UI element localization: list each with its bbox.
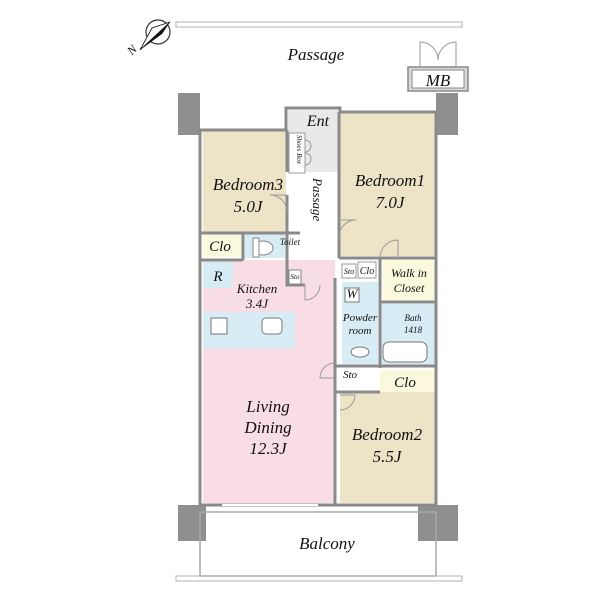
shoes-box-door-icon xyxy=(304,139,312,166)
walkin-door-icon xyxy=(379,239,399,259)
kitchen-name: Kitchen xyxy=(236,281,277,296)
bedroom3-room xyxy=(203,130,286,233)
sink-icon xyxy=(261,317,283,335)
pillar-bottom-right xyxy=(418,505,458,541)
closet-left-label: Clo xyxy=(209,239,231,255)
entrance-label: Ent xyxy=(306,113,330,130)
refrigerator-label: R xyxy=(212,269,222,285)
kitchen-size: 3.4J xyxy=(245,296,269,311)
pillar-top-right xyxy=(436,93,458,135)
pillar-bottom-left xyxy=(178,505,206,541)
powder-label-1: Powder xyxy=(342,312,378,324)
living-size: 12.3J xyxy=(249,439,288,458)
bedroom1-name: Bedroom1 xyxy=(355,171,425,190)
bathtub-icon xyxy=(382,341,428,363)
bath-name: Bath xyxy=(405,313,422,323)
stove-icon xyxy=(210,317,228,335)
walk-in-label-2: Closet xyxy=(394,281,425,295)
mb-door-left-icon xyxy=(419,41,439,67)
inner-passage-label: Passage xyxy=(310,177,325,222)
doors xyxy=(222,194,399,506)
closet-mid-room xyxy=(380,370,436,392)
balcony-rail xyxy=(175,575,463,582)
bedroom2-size: 5.5J xyxy=(373,447,403,466)
bedroom1-door-icon xyxy=(338,219,357,238)
compass: N xyxy=(124,19,171,59)
living-label-2: Dining xyxy=(243,418,291,437)
sto-small-label: Sto xyxy=(344,267,354,276)
toilet-fixture-icon xyxy=(252,237,274,258)
washer-icon xyxy=(344,287,360,303)
pillar-top-left xyxy=(178,93,200,135)
refrigerator-space xyxy=(203,262,233,288)
wall-toilet xyxy=(200,233,305,287)
wall-storage xyxy=(335,364,436,394)
bedroom2-door-icon xyxy=(339,394,356,411)
powder-label-2: room xyxy=(349,325,372,337)
compass-needle-hollow-icon xyxy=(139,21,171,51)
clo-mid-label: Clo xyxy=(394,375,416,391)
living-dining-room xyxy=(203,260,335,503)
toilet-label: Toilet xyxy=(280,237,301,247)
wall-left-bottom xyxy=(198,130,436,507)
kitchen-door-icon xyxy=(304,284,321,301)
bedroom1-room xyxy=(340,113,436,256)
walk-in-closet-room xyxy=(383,258,436,300)
storage-door-icon xyxy=(319,362,336,379)
walls xyxy=(198,106,438,507)
toilet-storage xyxy=(288,269,302,285)
mb-label: MB xyxy=(425,71,451,90)
washbasin-icon xyxy=(350,346,370,358)
bedroom1-size: 7.0J xyxy=(376,193,406,212)
balcony-label: Balcony xyxy=(299,534,355,553)
wall-bath xyxy=(378,300,436,368)
compass-letter: N xyxy=(124,42,141,59)
bath-size: 1418 xyxy=(404,325,423,335)
washer-label: W xyxy=(347,286,359,301)
bedroom3-name: Bedroom3 xyxy=(213,175,283,194)
sto-mid-label: Sto xyxy=(343,369,358,381)
sto-small-box xyxy=(341,263,357,279)
mb-inner xyxy=(411,69,465,89)
toilet-storage-label: Sto xyxy=(291,273,300,281)
compass-ring-icon xyxy=(145,19,171,45)
passage-top-bar xyxy=(175,21,463,28)
clo-small-box xyxy=(357,261,377,279)
bedroom2-room xyxy=(340,392,436,503)
clo-small-label: Clo xyxy=(360,266,374,277)
living-label-1: Living xyxy=(245,397,289,416)
meter-box: MB xyxy=(407,41,469,92)
mb-door-right-icon xyxy=(437,41,457,67)
closet-left-room xyxy=(203,233,243,257)
walk-in-label-1: Walk in xyxy=(391,266,427,280)
bedroom3-size: 5.0J xyxy=(234,197,264,216)
bedroom3-door-icon xyxy=(269,194,288,213)
wall-bedroom1-bottom xyxy=(339,256,436,304)
passage-top-label: Passage xyxy=(287,45,345,64)
shoes-box-label: Shoes Box xyxy=(295,135,303,165)
bedroom2-name: Bedroom2 xyxy=(352,425,423,444)
